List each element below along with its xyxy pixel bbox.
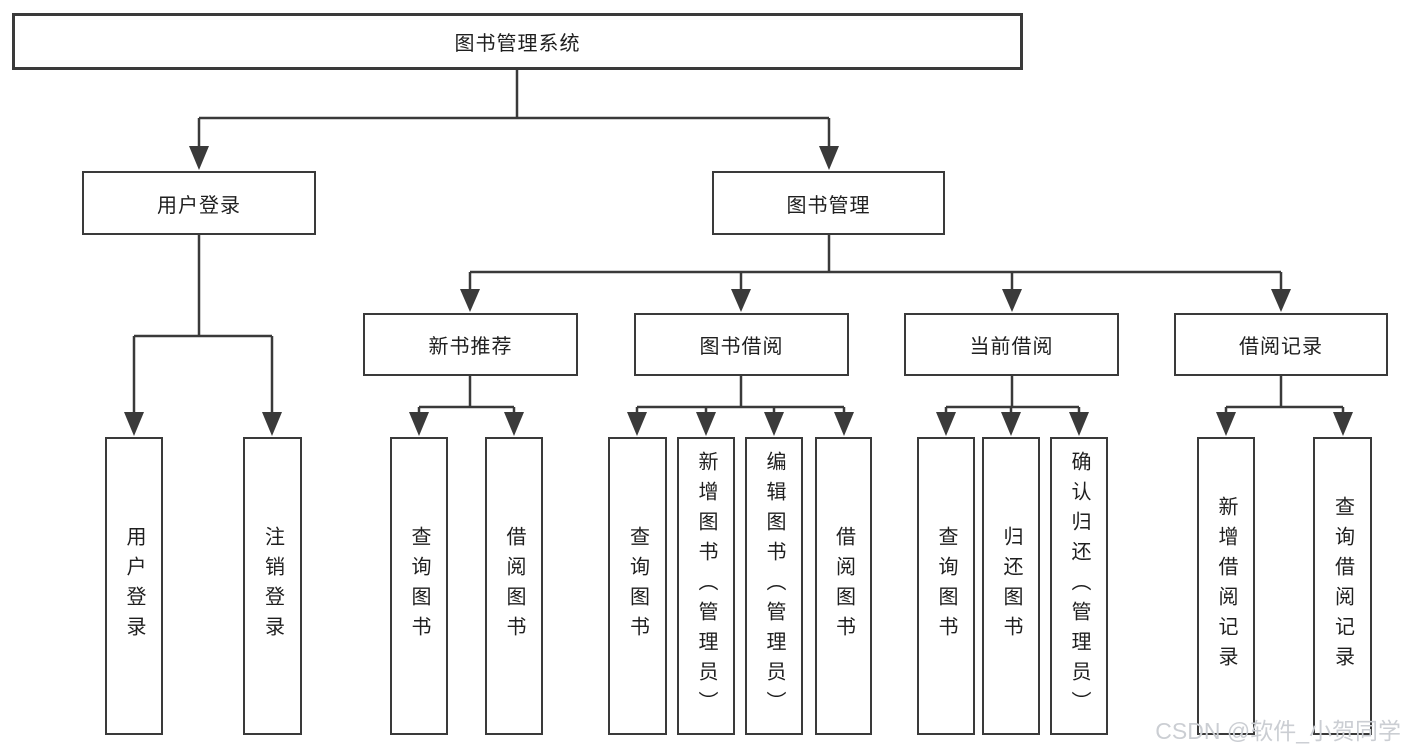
node-current-borrowing: 当前借阅 [904, 313, 1119, 376]
node-new-book-recommendation: 新书推荐 [363, 313, 578, 376]
node-book-management: 图书管理 [712, 171, 945, 235]
leaf-confirm-return-admin: 确认归还（管理员） [1050, 437, 1108, 735]
node-library-management-system: 图书管理系统 [12, 13, 1023, 70]
leaf-query-books-recommend: 查询图书 [390, 437, 448, 735]
leaf-query-borrow-record: 查询借阅记录 [1313, 437, 1372, 735]
leaf-add-borrow-record: 新增借阅记录 [1197, 437, 1255, 735]
leaf-query-books-borrow: 查询图书 [608, 437, 667, 735]
leaf-add-books-admin: 新增图书（管理员） [677, 437, 735, 735]
leaf-borrow-books-recommend: 借阅图书 [485, 437, 543, 735]
leaf-return-books: 归还图书 [982, 437, 1040, 735]
node-borrowing-records: 借阅记录 [1174, 313, 1388, 376]
watermark: CSDN @软件_小贺同学 [1155, 718, 1401, 744]
leaf-edit-books-admin: 编辑图书（管理员） [745, 437, 803, 735]
node-book-borrowing: 图书借阅 [634, 313, 849, 376]
leaf-user-login: 用户登录 [105, 437, 163, 735]
node-user-login: 用户登录 [82, 171, 316, 235]
leaf-borrow-books: 借阅图书 [815, 437, 872, 735]
leaf-query-books-current: 查询图书 [917, 437, 975, 735]
leaf-logout-login: 注销登录 [243, 437, 302, 735]
